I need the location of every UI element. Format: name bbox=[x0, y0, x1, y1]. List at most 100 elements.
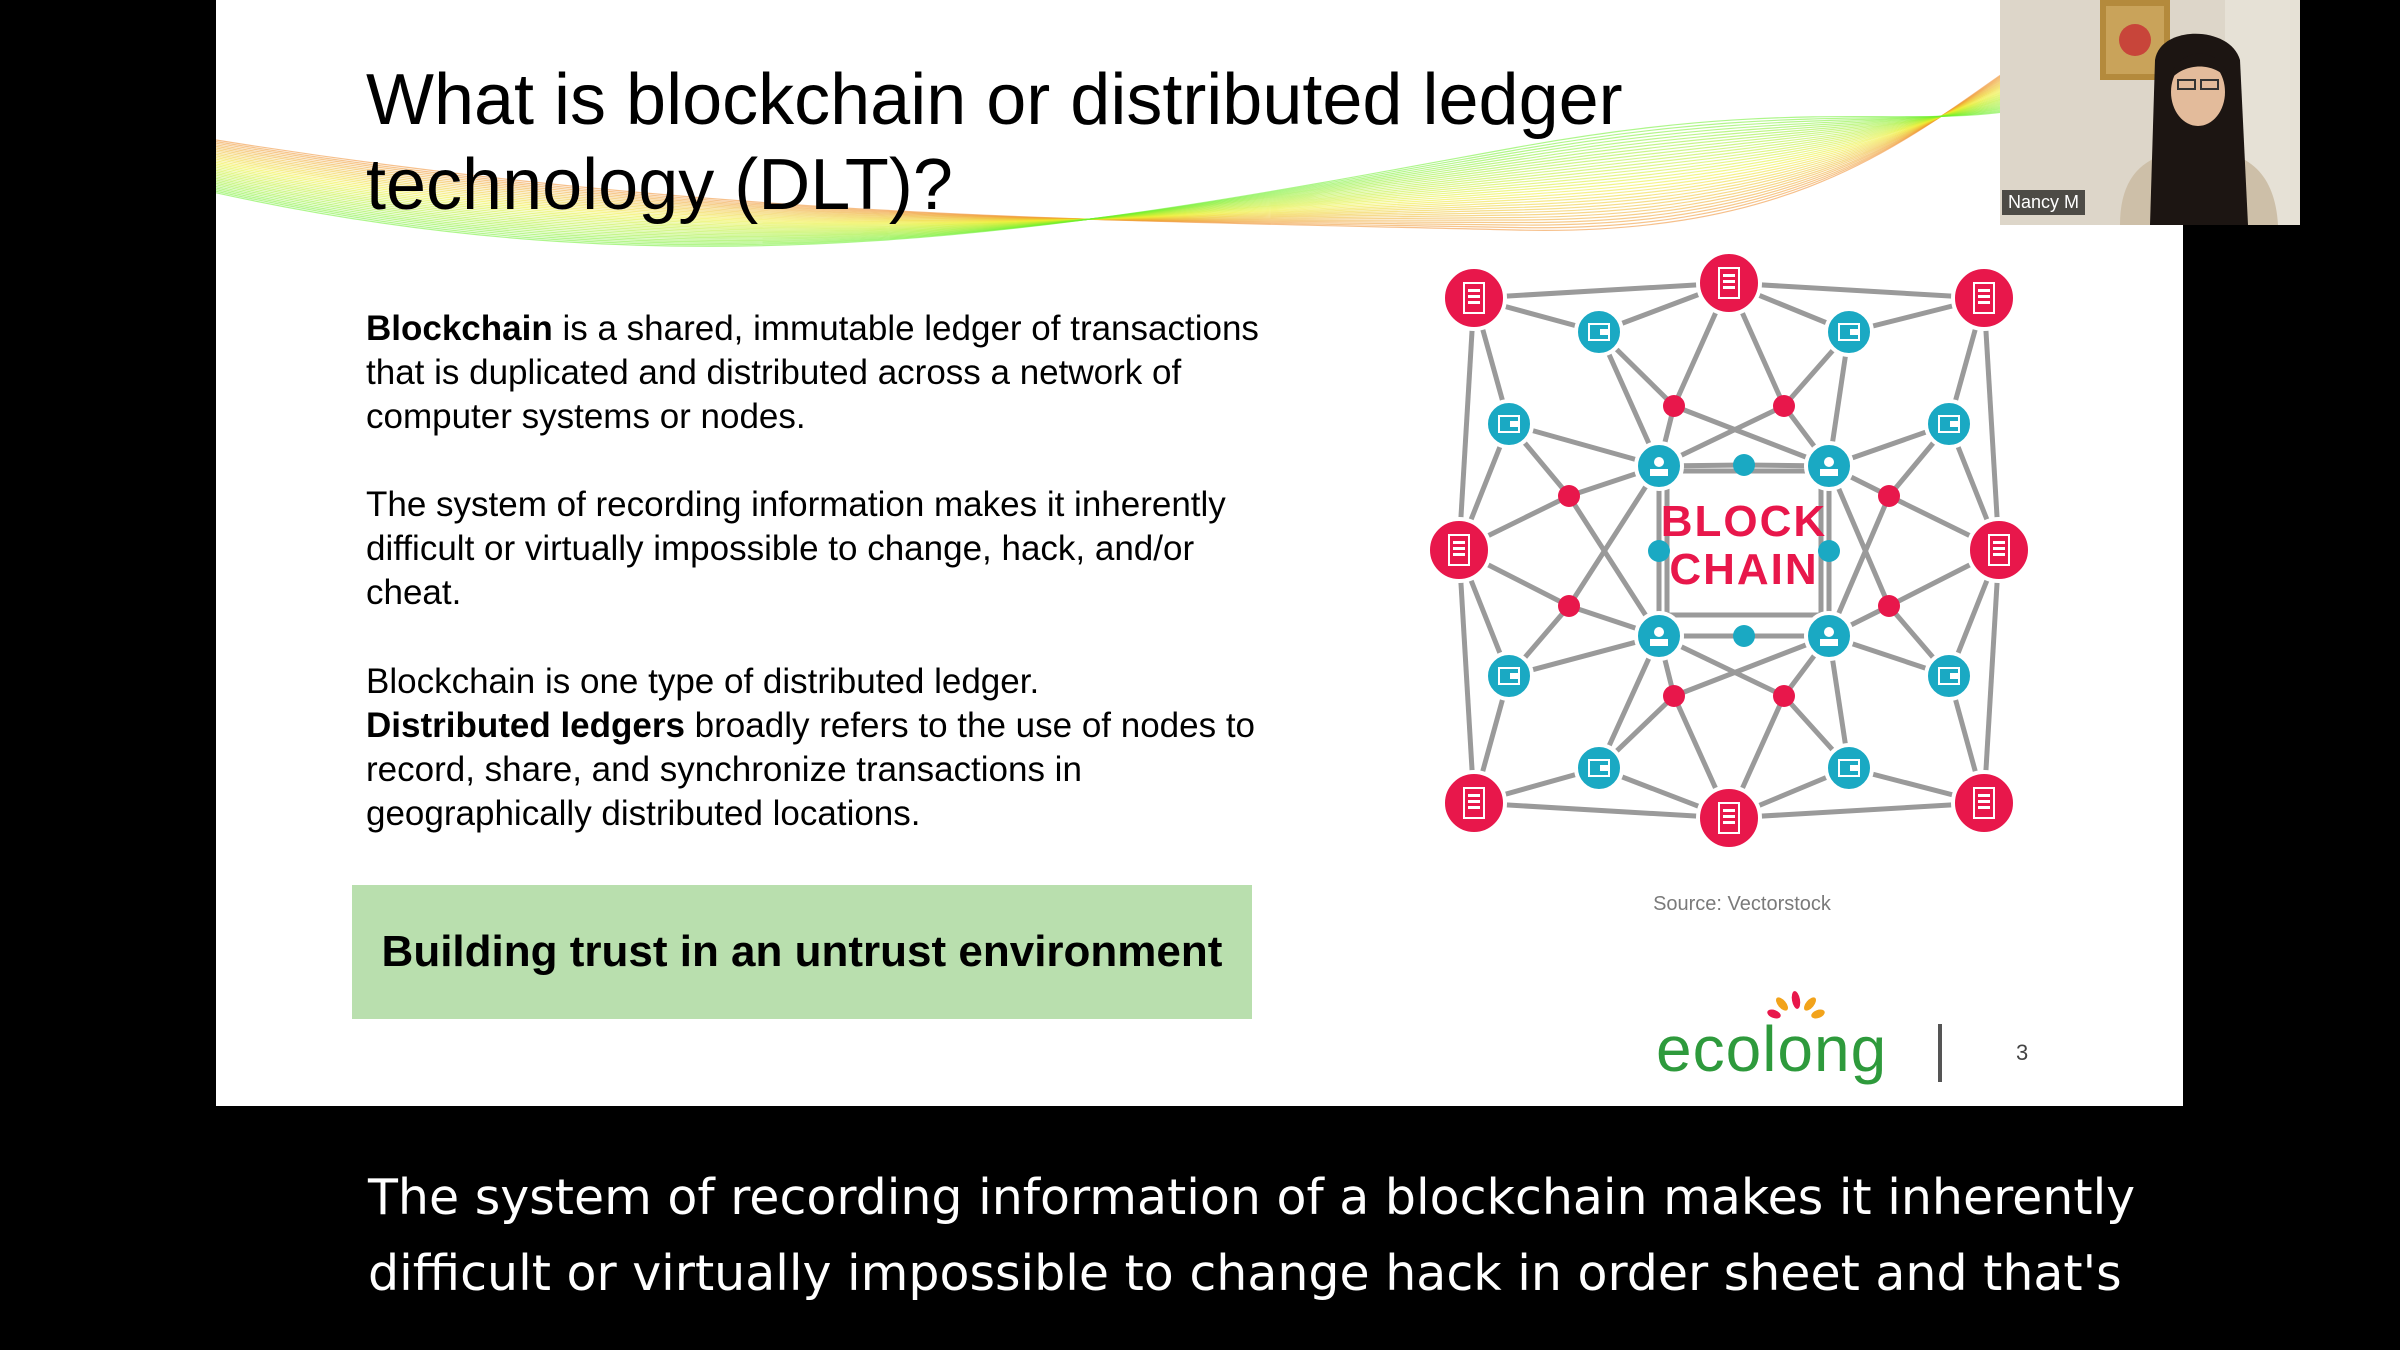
blockchain-definition-text: is a shared, immutable ledger of transac… bbox=[366, 309, 1259, 436]
network-link bbox=[1456, 297, 1477, 551]
node-glyph bbox=[1978, 806, 1990, 809]
wave-line bbox=[216, 19, 2183, 230]
wave-line bbox=[216, 17, 2183, 229]
network-link bbox=[1473, 280, 1730, 301]
node-glyph bbox=[1978, 295, 1990, 298]
wallet-node-icon bbox=[1484, 399, 1534, 449]
wallet-node-icon bbox=[1574, 743, 1624, 793]
slide-title: What is blockchain or distributed ledger… bbox=[366, 60, 1623, 225]
wallet-node-icon bbox=[1924, 399, 1974, 449]
node-glyph bbox=[1498, 415, 1520, 433]
node-glyph bbox=[1588, 323, 1610, 341]
node-glyph bbox=[1468, 794, 1480, 797]
node-glyph bbox=[1468, 301, 1480, 304]
network-link bbox=[1728, 800, 1985, 821]
node-glyph bbox=[1973, 282, 1995, 314]
blockchain-definition-paragraph: Blockchain is a shared, immutable ledger… bbox=[366, 307, 1286, 439]
node-glyph bbox=[1993, 553, 2005, 556]
wave-line bbox=[216, 23, 2183, 232]
node-glyph bbox=[1588, 759, 1610, 777]
node-glyph bbox=[1838, 323, 1860, 341]
caption-line-1: The system of recording information of a… bbox=[368, 1169, 2136, 1226]
node-glyph bbox=[1993, 541, 2005, 544]
node-glyph bbox=[1510, 673, 1518, 679]
node-glyph bbox=[1453, 547, 1465, 550]
node-glyph bbox=[1820, 639, 1838, 646]
wave-line bbox=[216, 0, 2180, 221]
node-glyph bbox=[1824, 627, 1834, 637]
node-glyph bbox=[1468, 289, 1480, 292]
network-link bbox=[1566, 464, 1662, 608]
wave-line bbox=[216, 33, 2183, 239]
image-source-credit: Source: Vectorstock bbox=[1653, 893, 1831, 915]
junction-dot bbox=[1663, 395, 1685, 417]
node-glyph bbox=[1600, 329, 1608, 335]
junction-dot bbox=[1773, 395, 1795, 417]
node-glyph bbox=[1950, 421, 1958, 427]
node-glyph bbox=[1723, 809, 1735, 812]
network-link bbox=[1508, 421, 1660, 469]
node-glyph bbox=[1950, 673, 1958, 679]
node-glyph bbox=[1824, 457, 1834, 467]
junction-dot bbox=[1663, 685, 1685, 707]
wave-line bbox=[216, 9, 2183, 225]
wave-line bbox=[216, 15, 2183, 228]
node-glyph bbox=[1723, 280, 1735, 283]
wave-line bbox=[216, 0, 2183, 221]
wave-line bbox=[216, 41, 2183, 244]
caption-line-2: difficult or virtually impossible to cha… bbox=[368, 1245, 2122, 1302]
wave-line bbox=[216, 27, 2183, 235]
distributed-ledgers-term: Distributed ledgers bbox=[366, 706, 685, 745]
webcam-feed bbox=[2000, 0, 2300, 225]
wallet-node-icon bbox=[1824, 743, 1874, 793]
node-glyph bbox=[1820, 469, 1838, 476]
wallet-node-icon bbox=[1484, 651, 1534, 701]
wave-line bbox=[216, 29, 2183, 236]
node-glyph bbox=[1453, 553, 1465, 556]
node-glyph bbox=[1654, 457, 1664, 467]
node-glyph bbox=[1498, 667, 1520, 685]
wave-line bbox=[216, 0, 2145, 224]
node-glyph bbox=[1938, 415, 1960, 433]
immutability-paragraph: The system of recording information make… bbox=[366, 485, 1226, 612]
wave-line bbox=[216, 31, 2183, 238]
trust-callout-box: Building trust in an untrust environment bbox=[352, 885, 1252, 1019]
diagram-label-line1: BLOCK bbox=[1661, 497, 1827, 546]
node-glyph bbox=[1650, 469, 1668, 476]
blockchain-term: Blockchain bbox=[366, 309, 553, 348]
node-glyph bbox=[1468, 295, 1480, 298]
diagram-label-line2: CHAIN bbox=[1669, 545, 1818, 594]
network-link bbox=[1826, 495, 1892, 637]
wave-line bbox=[216, 21, 2183, 231]
node-glyph bbox=[1600, 765, 1608, 771]
node-glyph bbox=[1463, 282, 1485, 314]
node-glyph bbox=[1978, 794, 1990, 797]
node-glyph bbox=[1723, 286, 1735, 289]
decorative-wave-lines bbox=[216, 0, 2183, 247]
distributed-ledger-text: broadly refers to the use of nodes to re… bbox=[366, 706, 1256, 833]
junction-dot bbox=[1558, 485, 1580, 507]
wave-line bbox=[216, 5, 2183, 223]
blockchain-network-diagram: BLOCK CHAIN bbox=[1429, 250, 2032, 851]
wave-line bbox=[216, 39, 2183, 243]
slide-page-number: 3 bbox=[2016, 1040, 2029, 1065]
network-link bbox=[1456, 549, 1477, 804]
network-link bbox=[1566, 494, 1662, 638]
participant-video-tile[interactable]: Nancy M bbox=[2000, 0, 2300, 225]
node-glyph bbox=[1978, 800, 1990, 803]
node-glyph bbox=[1718, 267, 1740, 299]
wave-line bbox=[216, 45, 2183, 247]
wave-line bbox=[216, 0, 2174, 220]
wave-line bbox=[216, 25, 2183, 234]
node-glyph bbox=[1468, 800, 1480, 803]
wave-line bbox=[216, 0, 2163, 220]
node-glyph bbox=[1973, 787, 1995, 819]
logo-divider bbox=[1938, 1024, 1942, 1082]
participant-name-label: Nancy M bbox=[2002, 190, 2086, 215]
wallet-node-icon bbox=[1574, 307, 1624, 357]
network-link bbox=[1728, 280, 1985, 301]
ecolong-logo: ecolong bbox=[1656, 990, 1956, 1100]
network-link bbox=[1473, 800, 1730, 821]
wave-line bbox=[216, 0, 2140, 226]
node-glyph bbox=[1463, 787, 1485, 819]
